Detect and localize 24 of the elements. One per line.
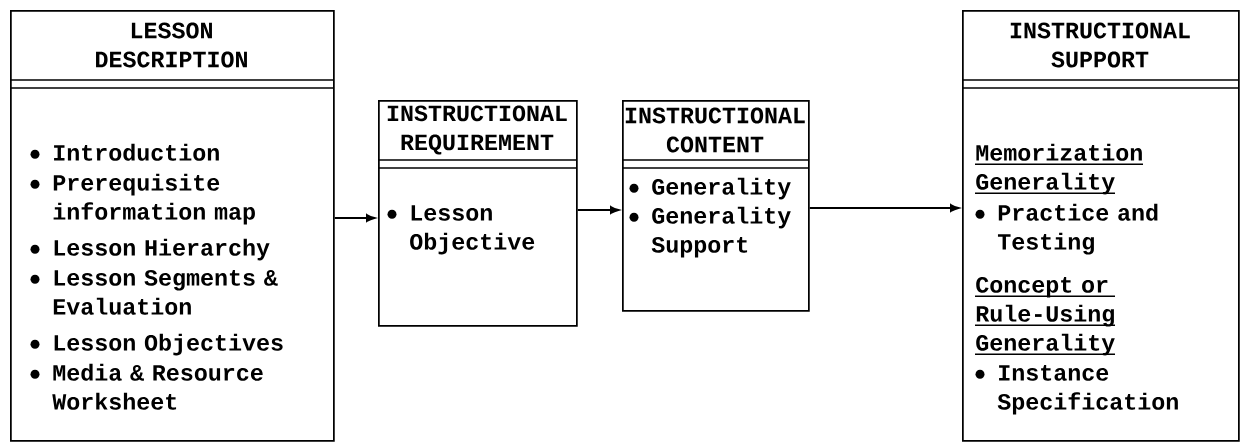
bullet-item: Generality [629, 177, 791, 200]
bullet-item: Lesson Objective [387, 205, 535, 255]
bullet-item: Generality Support [629, 206, 791, 258]
bullet-item: Introduction [30, 143, 219, 161]
box-heading: INSTRUCTIONAL SUPPORT [1010, 22, 1190, 68]
bullet-item: Lesson Objectives [30, 333, 283, 356]
subheading: Concept or Rule-Using Generality [974, 276, 1116, 356]
bullet-item: Lesson Segments & Evaluation [30, 269, 278, 315]
box-heading: LESSON DESCRIPTION [96, 22, 247, 68]
arrow [576, 206, 620, 214]
box-heading: INSTRUCTIONAL REQUIREMENT [387, 105, 567, 155]
arrow [808, 204, 960, 212]
bullet-item: Practice and Testing [975, 203, 1158, 255]
process-box [9, 10, 335, 442]
arrow [333, 214, 376, 222]
bullet-item: Instance Specification [975, 365, 1178, 415]
process-box [377, 100, 578, 327]
process-box [621, 100, 810, 312]
bullet-item: Media & Resource Worksheet [30, 363, 263, 410]
box-heading: INSTRUCTIONAL CONTENT [625, 107, 805, 153]
process-box [961, 10, 1240, 442]
bullet-item: Lesson Hierarchy [30, 238, 270, 261]
bullet-item: Prerequisite information map [30, 173, 255, 225]
subheading: Memorization Generality [974, 143, 1144, 195]
